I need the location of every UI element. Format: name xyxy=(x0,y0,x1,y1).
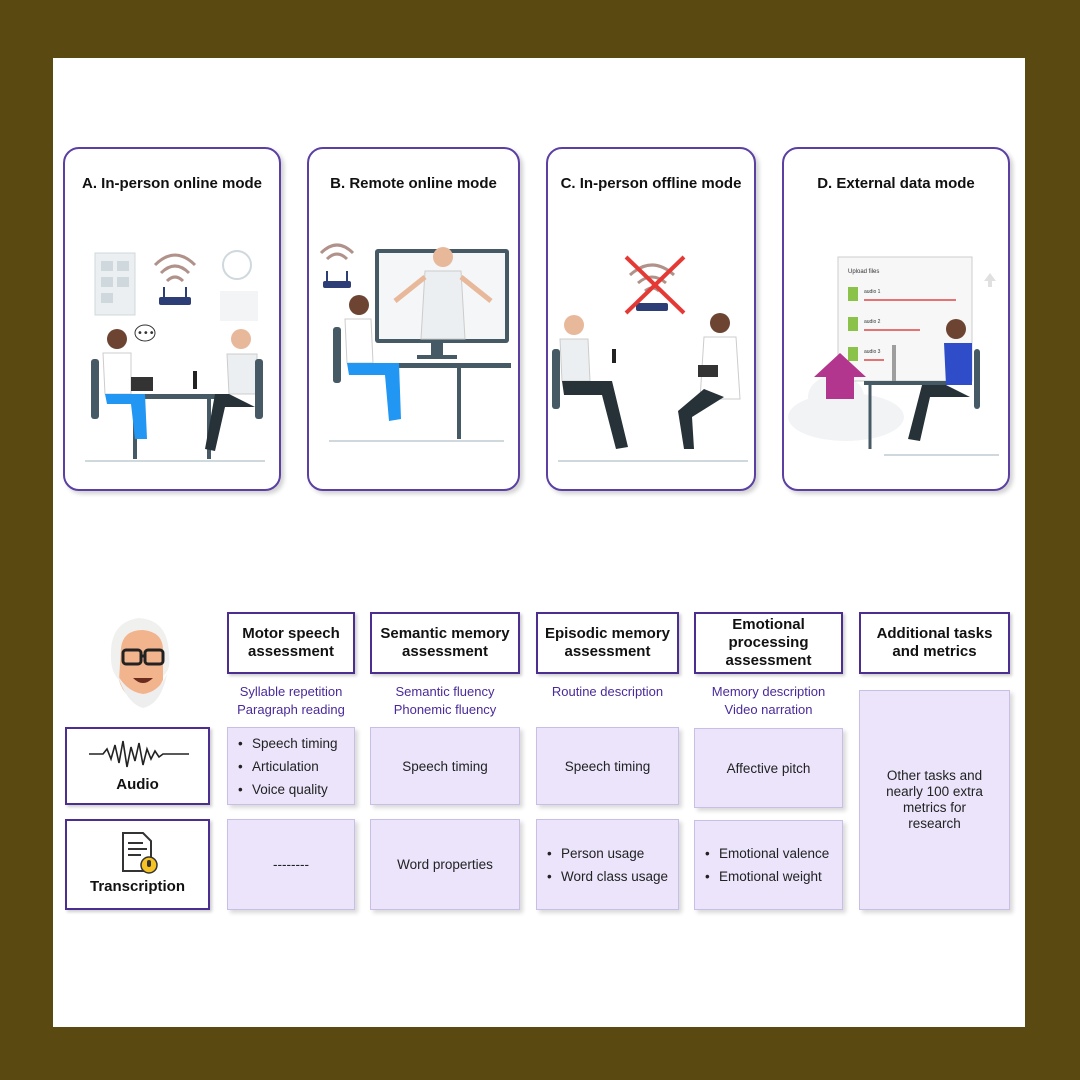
cell-episodic-transcription: Person usage Word class usage xyxy=(536,819,679,910)
mode-card-remote-online: B. Remote online mode xyxy=(307,147,520,491)
metric-item: Person usage xyxy=(547,842,668,865)
header-additional-tasks: Additional tasks and metrics xyxy=(859,612,1010,674)
cell-emotional-audio: Affective pitch xyxy=(694,728,843,808)
task-label: Semantic fluency xyxy=(395,684,495,699)
metric-item: Speech timing xyxy=(238,732,337,755)
task-label: Routine description xyxy=(551,684,664,699)
cell-motor-transcription: -------- xyxy=(227,819,355,910)
microphone-icon xyxy=(612,349,616,363)
metric-item: Articulation xyxy=(238,755,338,778)
additional-metrics-text: Other tasks and nearly 100 extra metrics… xyxy=(886,768,983,831)
task-label: Syllable repetition xyxy=(239,684,343,699)
metric-item: Voice quality xyxy=(238,778,338,801)
header-episodic-memory: Episodic memory assessment xyxy=(536,612,679,674)
waveform-icon xyxy=(89,740,189,768)
in-person-online-illustration: ••• xyxy=(85,250,265,462)
remote-online-illustration xyxy=(319,243,511,442)
row-label-transcription: Transcription xyxy=(65,819,210,910)
header-semantic-memory: Semantic memory assessment xyxy=(370,612,520,674)
mode-card-in-person-offline: C. In-person offline mode xyxy=(546,147,756,491)
tasks-episodic-memory: Routine description xyxy=(536,683,679,701)
metric-item: -------- xyxy=(273,857,309,872)
upload-file-label: audio 3 xyxy=(864,349,881,355)
tasks-motor-speech: Syllable repetition Paragraph reading xyxy=(219,683,363,719)
task-label: Paragraph reading xyxy=(237,702,345,717)
researcher-figure xyxy=(908,319,980,441)
in-person-offline-illustration xyxy=(552,255,748,462)
patient-figure xyxy=(193,329,263,451)
metric-item: Word properties xyxy=(397,857,493,872)
metric-item: Speech timing xyxy=(564,758,651,774)
mode-card-external-data: D. External data mode xyxy=(782,147,1010,491)
metric-item: Emotional valence xyxy=(705,842,829,865)
mode-title: D. External data mode xyxy=(817,175,975,192)
cell-additional-metrics: Other tasks and nearly 100 extra metrics… xyxy=(859,690,1010,910)
wifi-icon xyxy=(153,253,197,283)
metric-item: Word class usage xyxy=(547,865,668,888)
upload-panel-title: Upload files xyxy=(848,269,879,275)
header-motor-speech: Motor speech assessment xyxy=(227,612,355,674)
transcript-document-icon xyxy=(122,832,158,874)
svg-text:•••: ••• xyxy=(137,328,155,339)
metric-item: Affective pitch xyxy=(726,760,811,776)
metric-item: Emotional weight xyxy=(705,865,829,888)
external-data-illustration: Upload files audio 1 audio 2 audio 3 xyxy=(788,256,999,456)
upload-arrow-icon xyxy=(814,353,866,399)
wifi-icon xyxy=(319,243,355,261)
mode-title: A. In-person online mode xyxy=(81,175,262,192)
row-label-audio: Audio xyxy=(65,727,210,805)
mode-title: C. In-person offline mode xyxy=(560,175,742,192)
mode-card-in-person-online: A. In-person online mode ••• xyxy=(63,147,281,491)
monitor-icon xyxy=(892,345,896,381)
mode-title: B. Remote online mode xyxy=(330,175,497,192)
row-label-text: Audio xyxy=(116,776,159,793)
task-label: Video narration xyxy=(724,702,813,717)
remote-patient-figure xyxy=(393,247,493,340)
tasks-emotional-processing: Memory description Video narration xyxy=(694,683,843,719)
microphone-icon xyxy=(193,371,197,389)
cell-motor-audio: Speech timing Articulation Voice quality xyxy=(227,727,355,805)
cell-semantic-audio: Speech timing xyxy=(370,727,520,805)
metric-item: Speech timing xyxy=(402,758,488,774)
upload-file-label: audio 2 xyxy=(864,319,881,325)
file-icon xyxy=(848,287,858,361)
cell-episodic-audio: Speech timing xyxy=(536,727,679,805)
clinician-figure xyxy=(333,295,401,421)
wifi-off-icon xyxy=(624,255,686,315)
clinician-figure xyxy=(678,313,741,449)
tasks-semantic-memory: Semantic fluency Phonemic fluency xyxy=(370,683,520,719)
row-label-text: Transcription xyxy=(89,878,186,895)
router-icon xyxy=(159,297,191,305)
patient-figure xyxy=(552,315,628,449)
task-label: Phonemic fluency xyxy=(393,702,497,717)
figure-canvas: A. In-person online mode ••• xyxy=(53,58,1025,1027)
header-emotional-processing: Emotional processing assessment xyxy=(694,612,843,674)
cell-emotional-transcription: Emotional valence Emotional weight xyxy=(694,820,843,910)
cell-semantic-transcription: Word properties xyxy=(370,819,520,910)
task-label: Memory description xyxy=(711,684,826,699)
upload-file-label: audio 1 xyxy=(864,289,881,295)
avatar xyxy=(110,618,170,708)
router-icon xyxy=(323,281,351,288)
clinician-figure xyxy=(91,329,153,439)
